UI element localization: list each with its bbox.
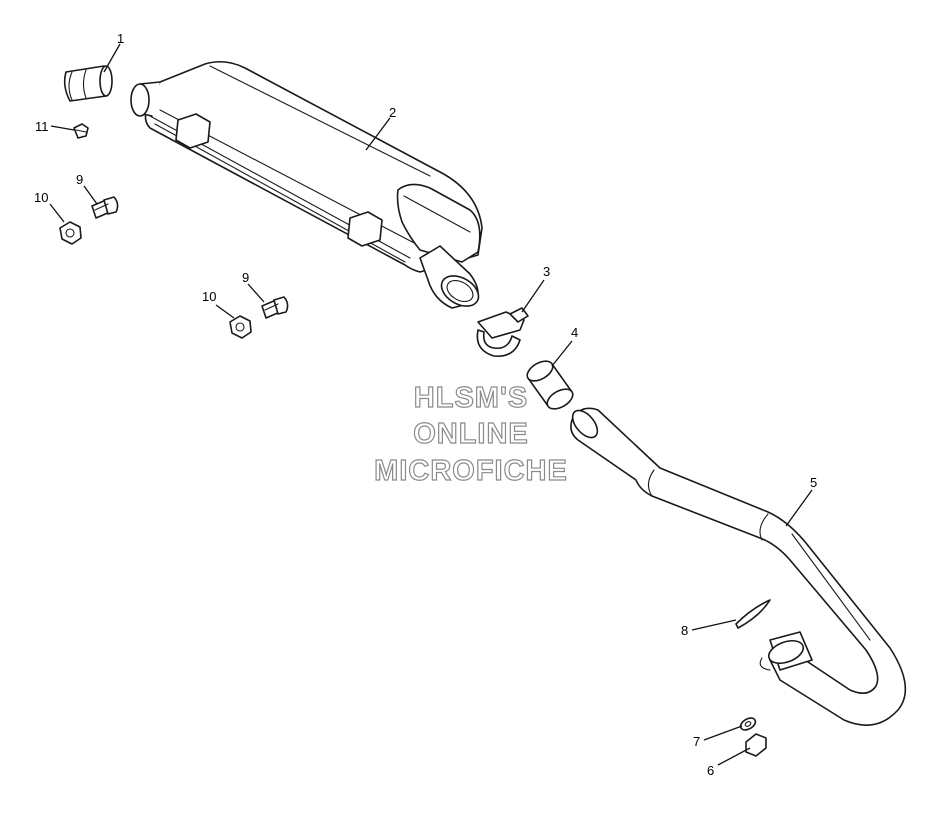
leader-lines bbox=[49, 43, 813, 766]
watermark: HLSM'S ONLINE MICROFICHE bbox=[374, 381, 568, 487]
part-9-bolt-lower bbox=[261, 296, 289, 319]
watermark-line-2: ONLINE bbox=[413, 418, 529, 450]
callout-7: 7 bbox=[693, 734, 700, 749]
part-7-washer bbox=[739, 717, 757, 731]
part-1-exhaust-sleeve bbox=[63, 65, 113, 102]
part-4-coupler bbox=[526, 360, 574, 410]
part-6-nut bbox=[745, 733, 767, 757]
watermark-line-1: HLSM'S bbox=[414, 382, 528, 414]
callout-numbers: 1 2 11 9 10 9 10 3 4 5 8 7 6 bbox=[34, 31, 817, 778]
watermark-line-3: MICROFICHE bbox=[374, 455, 568, 487]
part-8-gasket bbox=[735, 599, 771, 629]
part-5-head-pipe bbox=[570, 407, 907, 726]
callout-10-upper: 10 bbox=[34, 190, 48, 205]
part-9-bolt-upper bbox=[91, 196, 119, 219]
callout-8: 8 bbox=[681, 623, 688, 638]
callout-2: 2 bbox=[389, 105, 396, 120]
callout-6: 6 bbox=[707, 763, 714, 778]
callout-9-lower: 9 bbox=[242, 270, 249, 285]
callout-10-lower: 10 bbox=[202, 289, 216, 304]
callout-11: 11 bbox=[35, 119, 49, 134]
callout-1: 1 bbox=[117, 31, 124, 46]
part-11-clip bbox=[73, 123, 89, 139]
callout-4: 4 bbox=[571, 325, 578, 340]
part-2-muffler bbox=[130, 60, 483, 309]
callout-5: 5 bbox=[810, 475, 817, 490]
part-3-clamp bbox=[476, 307, 529, 357]
part-10-nut-upper bbox=[59, 221, 82, 245]
callout-3: 3 bbox=[543, 264, 550, 279]
callout-9-upper: 9 bbox=[76, 172, 83, 187]
part-10-nut-lower bbox=[229, 315, 252, 339]
